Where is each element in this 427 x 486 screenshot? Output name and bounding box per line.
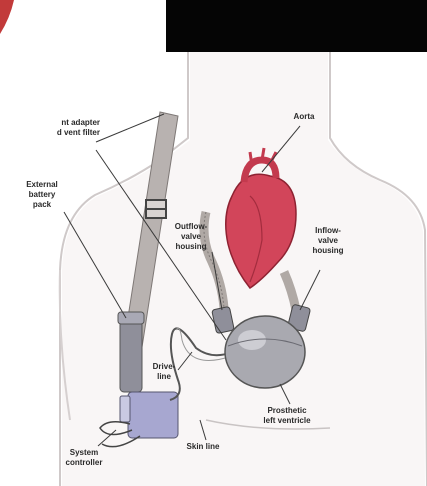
controller-clip [120,396,130,422]
label-battery-pack: External battery pack [16,180,68,210]
label-outflow-valve: Outflow- valve housing [164,222,218,252]
pump-body [225,316,305,388]
top-dark-block [166,0,427,52]
label-aorta: Aorta [286,112,322,122]
corner-red-fragment [0,0,14,34]
label-drive-line: Drive- line [144,362,184,382]
leader-vent-adapter [96,114,164,142]
label-skin-line: Skin line [176,442,230,452]
label-system-controller: System controller [54,448,114,468]
label-vent-adapter: nt adapter d vent filter [42,118,100,138]
battery-pack-top [118,312,144,324]
label-prosthetic-ventricle: Prosthetic left ventricle [254,406,320,426]
label-inflow-valve: Inflow- valve housing [300,226,356,256]
